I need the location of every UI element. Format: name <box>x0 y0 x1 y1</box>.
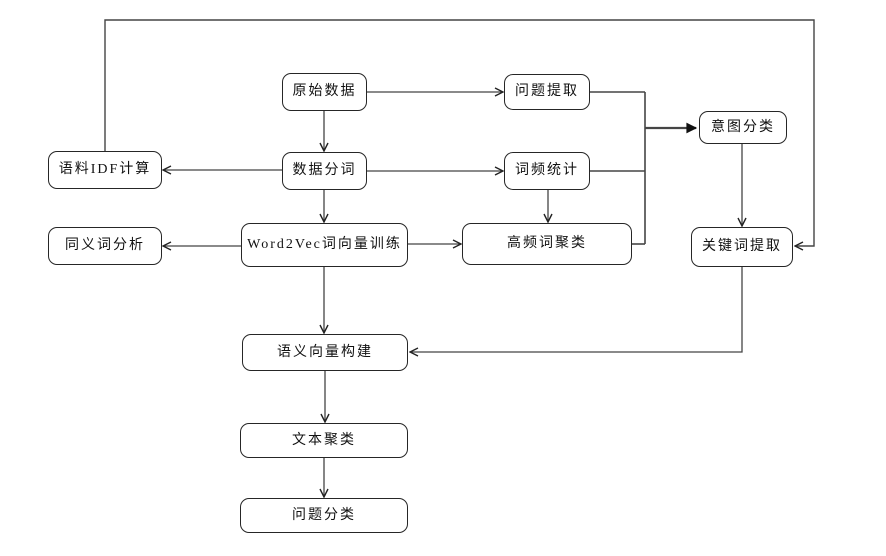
node-label: 问题提取 <box>515 84 579 99</box>
node-label: 语料IDF计算 <box>58 162 152 177</box>
node-word2vec-training: Word2Vec词向量训练 <box>241 223 408 267</box>
node-label: 关键词提取 <box>702 239 782 254</box>
node-label: 意图分类 <box>711 119 775 135</box>
node-label: 同义词分析 <box>65 238 145 253</box>
node-text-clustering: 文本聚类 <box>240 423 408 458</box>
node-raw-data: 原始数据 <box>282 73 367 111</box>
node-label: Word2Vec词向量训练 <box>247 237 402 252</box>
node-corpus-idf-calculation: 语料IDF计算 <box>48 151 162 189</box>
node-semantic-vector-build: 语义向量构建 <box>242 334 408 371</box>
node-label: 原始数据 <box>292 84 357 99</box>
node-label: 语义向量构建 <box>277 344 373 360</box>
node-data-segmentation: 数据分词 <box>282 152 367 190</box>
node-question-classification: 问题分类 <box>240 498 408 533</box>
node-intent-classification: 意图分类 <box>699 111 787 144</box>
node-question-extraction: 问题提取 <box>504 74 590 110</box>
node-label: 数据分词 <box>292 163 357 178</box>
node-label: 文本聚类 <box>292 432 356 448</box>
node-label: 高频词聚类 <box>507 236 587 251</box>
node-word-frequency-stats: 词频统计 <box>504 152 590 190</box>
edge-keyword-extraction-to-semantic-vector-build <box>411 267 743 352</box>
node-label: 问题分类 <box>292 507 356 523</box>
edge-corpus-idf-calculation-to-keyword-extraction <box>104 19 815 246</box>
node-label: 词频统计 <box>515 163 579 178</box>
node-synonym-analysis: 同义词分析 <box>48 227 162 265</box>
node-keyword-extraction: 关键词提取 <box>691 227 793 267</box>
node-high-freq-clustering: 高频词聚类 <box>462 223 632 265</box>
